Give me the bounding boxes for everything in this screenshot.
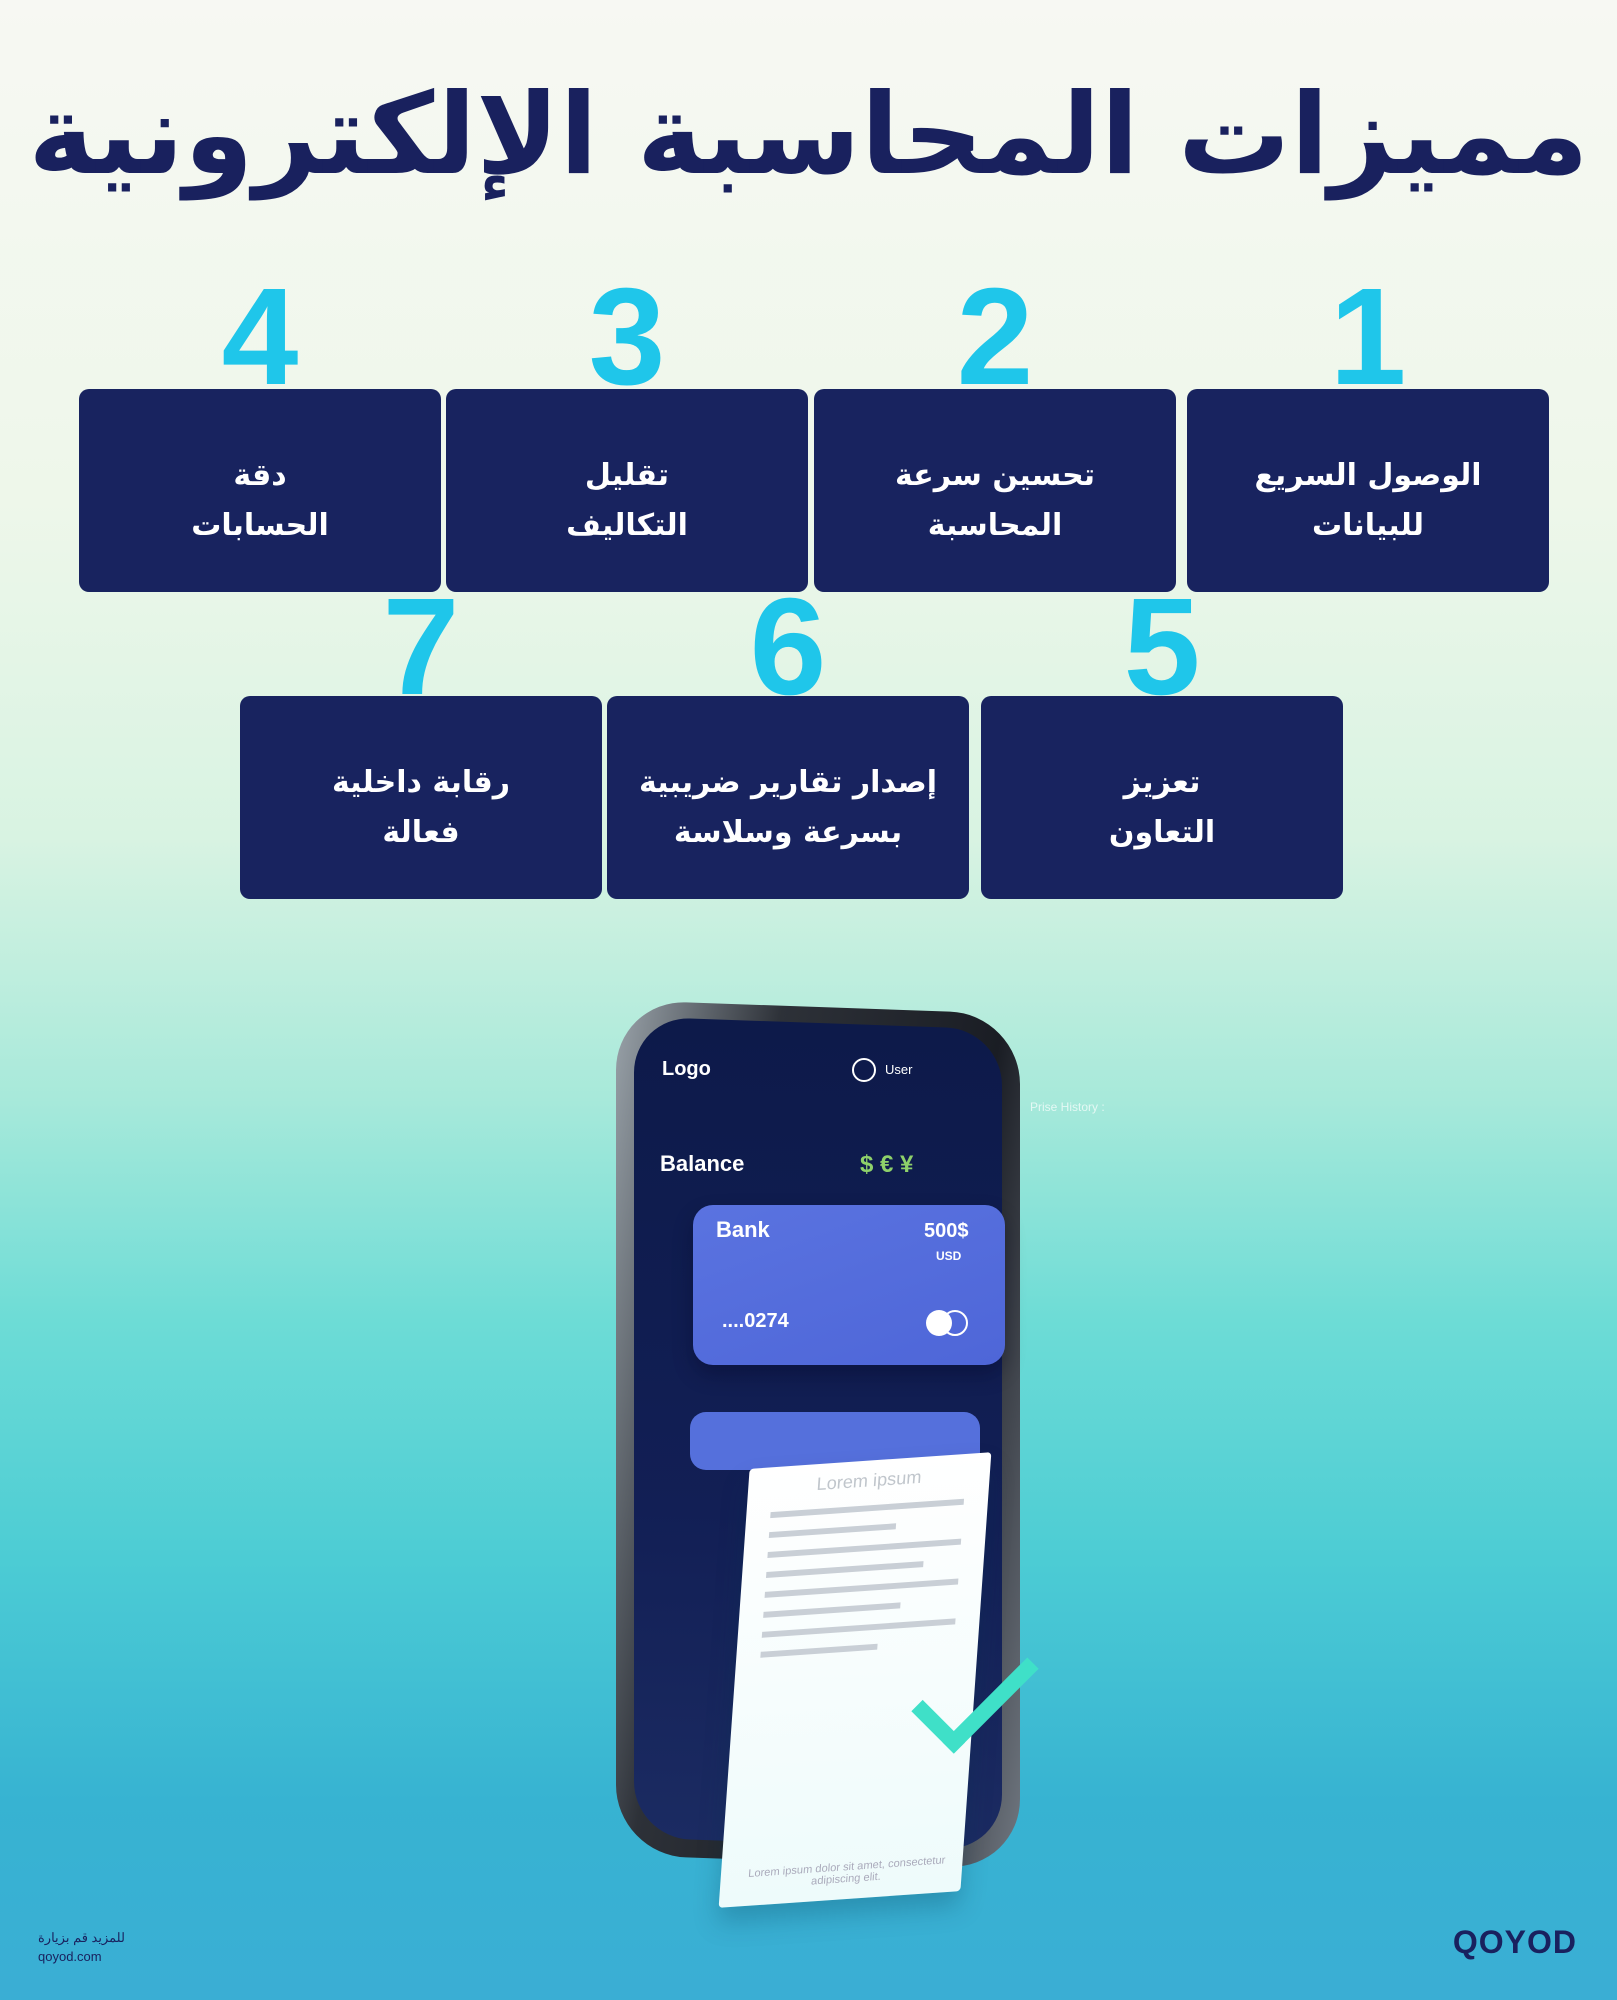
feature-number: 1: [1329, 260, 1407, 414]
feature-label: فعالة: [382, 814, 460, 850]
feature-label: إصدار تقارير ضريبية: [639, 764, 937, 800]
card-amount: 500$: [924, 1220, 969, 1242]
feature-card-cost-reduction: تقليل التكاليف: [446, 389, 808, 592]
feature-label: بسرعة وسلاسة: [673, 814, 903, 850]
app-logo: Logo: [662, 1058, 711, 1080]
feature-number: 6: [749, 570, 827, 724]
receipt-footer: Lorem ipsum dolor sit amet, consectetur …: [747, 1854, 946, 1888]
page-title: مميزات المحاسبة الإلكترونية: [28, 70, 1589, 200]
card-brand-icon: [942, 1310, 968, 1336]
feature-label: للبيانات: [1312, 507, 1424, 543]
balance-label: Balance: [660, 1151, 745, 1176]
user-icon: [852, 1058, 876, 1082]
feature-label: رقابة داخلية: [331, 764, 511, 800]
feature-label: تحسين سرعة: [895, 457, 1095, 493]
user-label: User: [885, 1062, 913, 1077]
feature-label: تعزيز: [1123, 764, 1201, 800]
visit-label: للمزيد قم بزيارة: [38, 1930, 125, 1945]
website-link[interactable]: qoyod.com: [38, 1949, 102, 1964]
brand-logo: QOYOD: [1452, 1924, 1577, 1960]
feature-card-fast-data-access: الوصول السريع للبيانات: [1187, 389, 1549, 592]
feature-card-internal-control: رقابة داخلية فعالة: [240, 696, 602, 899]
feature-number: 5: [1123, 570, 1201, 724]
feature-card-accounting-speed: تحسين سرعة المحاسبة: [814, 389, 1176, 592]
footer-visit: للمزيد قم بزيارة qoyod.com: [38, 1928, 125, 1966]
feature-card-accuracy: دقة الحسابات: [79, 389, 441, 592]
feature-label: تقليل: [584, 457, 670, 493]
feature-label: الوصول السريع: [1254, 457, 1482, 493]
feature-number: 4: [221, 260, 299, 414]
price-history-label: Prise History :: [1030, 1100, 1105, 1114]
card-currency: USD: [936, 1249, 962, 1263]
feature-number: 2: [956, 260, 1034, 414]
feature-number: 7: [382, 570, 460, 724]
feature-label: التعاون: [1108, 814, 1216, 850]
bank-card: [693, 1205, 1005, 1365]
feature-number: 3: [588, 260, 666, 414]
bank-label: Bank: [716, 1217, 770, 1242]
feature-label: الحسابات: [191, 507, 329, 543]
feature-card-tax-reports: إصدار تقارير ضريبية بسرعة وسلاسة: [607, 696, 969, 899]
currency-icons: $ € ¥: [860, 1151, 914, 1178]
feature-card-collaboration: تعزيز التعاون: [981, 696, 1343, 899]
card-number: ....0274: [722, 1310, 789, 1332]
feature-label: التكاليف: [566, 507, 688, 543]
feature-label: المحاسبة: [927, 507, 1063, 543]
feature-label: دقة: [233, 457, 287, 493]
